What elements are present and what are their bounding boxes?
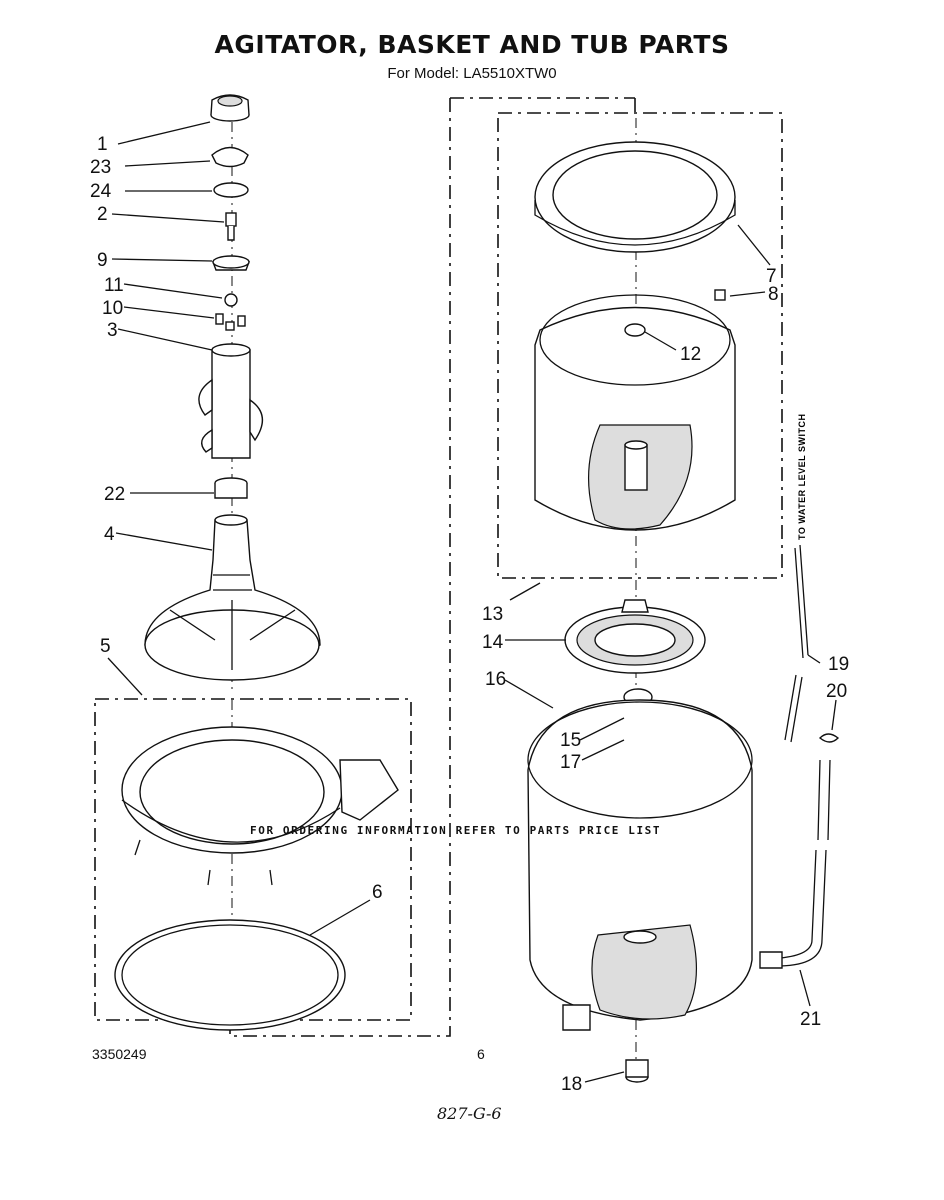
clamp-20 [818,733,840,743]
agitator-base-4 [144,514,321,681]
hose-19 [784,544,809,743]
screw-8 [714,289,726,301]
callout-22: 22 [104,484,125,505]
callout-2: 2 [97,204,108,225]
balance-ring-7 [534,141,736,253]
callout-10: 10 [102,298,123,319]
callout-9: 9 [97,250,108,271]
drive-block-14 [564,599,706,674]
callout-17: 17 [560,752,581,773]
callout-16: 16 [485,669,506,690]
callout-4: 4 [104,524,115,545]
o-ring-24 [213,182,249,198]
spline-bushing-22 [214,477,248,499]
page-number: 6 [477,1046,485,1062]
basket-group-frame [497,112,783,579]
outer-tub-16 [527,699,753,1031]
cam-9 [211,255,251,271]
callout-7: 7 [766,266,777,287]
hose-21 [759,759,831,969]
callout-14: 14 [482,632,504,653]
callout-3: 3 [107,320,118,341]
callout-23: 23 [90,157,111,178]
callout-20: 20 [826,681,847,702]
callout-8: 8 [768,284,779,305]
callout-11: 11 [104,275,124,296]
callout-15: 15 [560,730,581,751]
bolt-2 [225,212,237,241]
agitator-barrel-3 [198,343,263,459]
document-number: 3350249 [92,1046,147,1062]
gasket-6 [114,919,346,1031]
callout-5: 5 [100,636,111,657]
cap-part-23 [211,146,249,168]
basket [534,294,736,531]
callout-24: 24 [90,181,112,202]
handwritten-note: 827-G-6 [437,1104,502,1123]
nut-12 [624,323,646,337]
page-title: AGITATOR, BASKET AND TUB PARTS [214,30,730,59]
callout-19: 19 [828,654,849,675]
model-subtitle: For Model: LA5510XTW0 [387,65,557,82]
drain-plug-18 [625,1059,649,1083]
callout-labels: 1 23 24 2 9 11 10 3 22 4 5 6 7 8 12 13 1… [90,134,849,1095]
ordering-note: FOR ORDERING INFORMATION REFER TO PARTS … [250,824,662,837]
callout-6: 6 [372,882,383,903]
washer-11 [224,293,238,307]
callout-12: 12 [680,344,701,365]
agitator-cap [210,94,250,122]
water-level-switch-label: TO WATER LEVEL SWITCH [797,413,807,540]
callout-1: 1 [97,134,108,155]
callout-13: 13 [482,604,503,625]
tub-ring-5 [121,726,399,886]
callout-21: 21 [800,1009,821,1030]
leader-lines [107,121,837,1083]
dogs-10 [215,313,246,331]
callout-18: 18 [561,1074,582,1095]
